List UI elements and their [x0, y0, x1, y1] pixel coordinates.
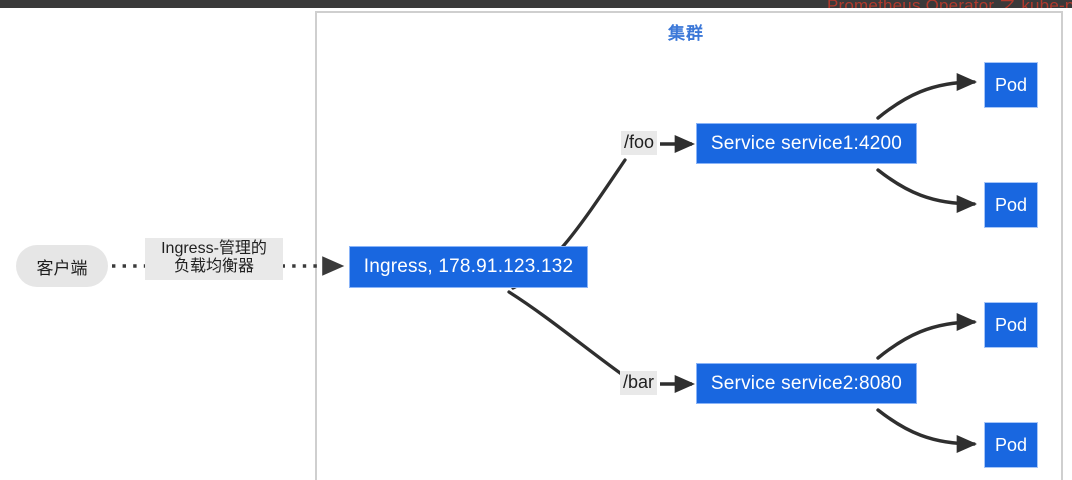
page-chrome-strip: Prometheus Operator 之 kube-prom — [0, 0, 1072, 8]
cluster-title: 集群 — [668, 24, 704, 43]
node-pod-4[interactable]: Pod — [984, 422, 1038, 468]
edge-label-foo-path: /foo — [621, 131, 658, 155]
node-service2[interactable]: Service service2:8080 — [696, 363, 917, 404]
node-service1[interactable]: Service service1:4200 — [696, 123, 917, 164]
node-client[interactable]: 客户端 — [16, 245, 108, 287]
edge-label-bar-path: /bar — [620, 371, 658, 395]
edge-label-load-balancer: Ingress-管理的 负载均衡器 — [145, 238, 283, 280]
node-ingress[interactable]: Ingress, 178.91.123.132 — [349, 246, 588, 288]
node-pod-1[interactable]: Pod — [984, 62, 1038, 108]
clipped-page-heading: Prometheus Operator 之 kube-prom — [827, 0, 1072, 8]
node-pod-2[interactable]: Pod — [984, 182, 1038, 228]
node-pod-3[interactable]: Pod — [984, 302, 1038, 348]
